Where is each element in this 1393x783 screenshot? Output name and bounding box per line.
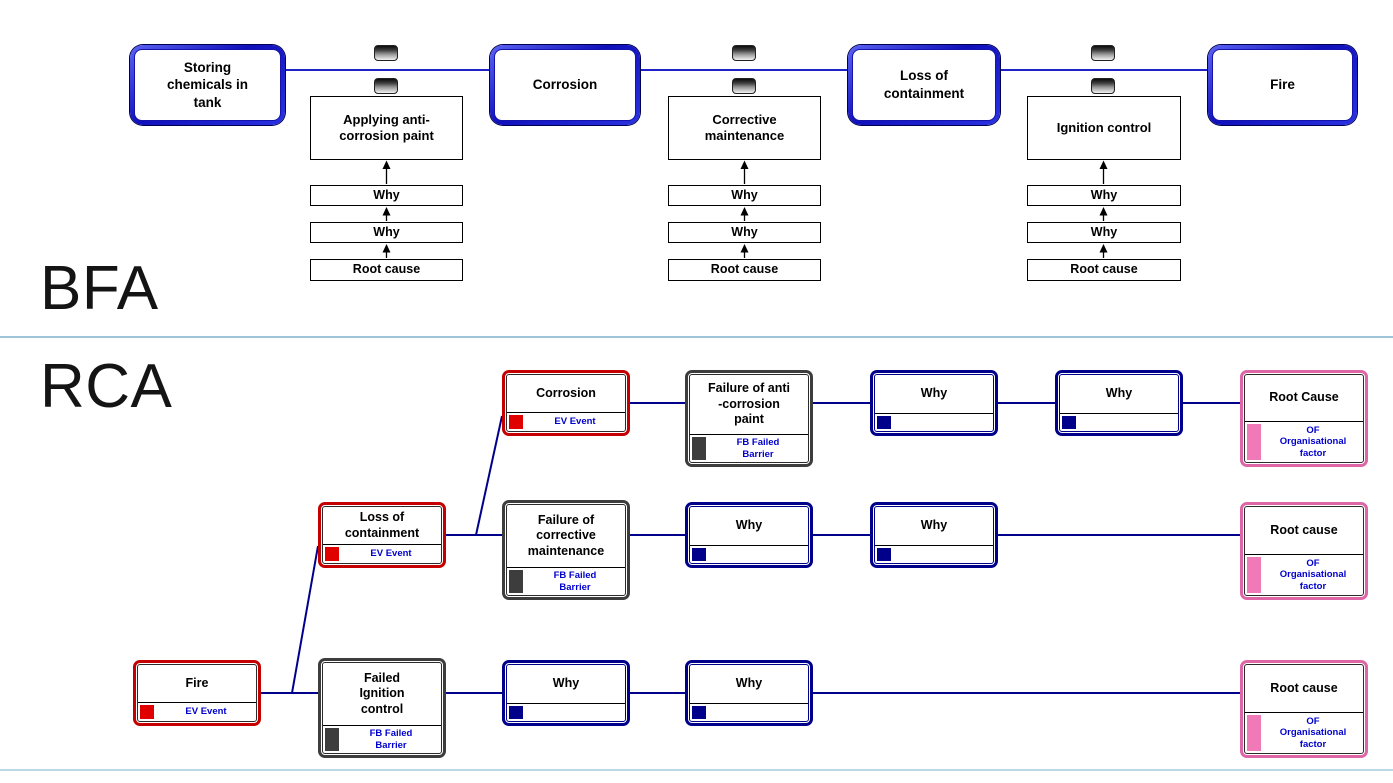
node-title: Fire	[185, 675, 209, 690]
bfa-root-cause-box[interactable]: Root cause	[1027, 259, 1181, 281]
rca-root-cause[interactable]: Root Cause OF Organisational factor	[1240, 370, 1368, 467]
bfa-barrier-ignition-control[interactable]: Ignition control	[1027, 96, 1181, 160]
node-title: Loss of containment	[344, 509, 420, 540]
node-title: Corrosion	[494, 49, 636, 121]
rca-failed-barrier-ignition-control[interactable]: Failed Ignition control FB Failed Barrie…	[318, 658, 446, 758]
event-swatch-icon	[140, 705, 154, 719]
rca-why-box[interactable]: Why	[1055, 370, 1183, 436]
node-title: Failure of anti -corrosion paint	[708, 381, 790, 427]
node-type-label: OF Organisational factor	[1279, 425, 1347, 459]
node-title: Corrosion	[536, 385, 596, 400]
failed-barrier-swatch-icon	[325, 728, 339, 751]
bfa-why-box[interactable]: Why	[668, 222, 821, 243]
node-title: Why	[920, 386, 948, 401]
node-title: Why	[1105, 386, 1133, 401]
node-type-label: EV Event	[370, 548, 412, 560]
bfa-why-box[interactable]: Why	[310, 185, 463, 206]
why-swatch-icon	[877, 548, 891, 561]
bfa-why-box[interactable]: Why	[310, 222, 463, 243]
bfa-section-label: BFA	[40, 254, 159, 323]
event-swatch-icon	[509, 415, 523, 429]
node-title: Root cause	[1270, 522, 1338, 537]
why-swatch-icon	[509, 706, 523, 719]
bfa-event-loss-of-containment[interactable]: Loss of containment	[848, 45, 1000, 125]
rca-event-loss-of-containment[interactable]: Loss of containment EV Event	[318, 502, 446, 568]
bfa-root-cause-box[interactable]: Root cause	[310, 259, 463, 281]
bottom-divider	[0, 769, 1393, 771]
bfa-event-fire[interactable]: Fire	[1208, 45, 1357, 125]
rca-event-corrosion[interactable]: Corrosion EV Event	[502, 370, 630, 436]
node-title: Loss of containment	[852, 49, 996, 121]
node-title: Why	[920, 518, 948, 533]
node-title: Failed Ignition control	[359, 670, 405, 716]
bfa-why-box[interactable]: Why	[668, 185, 821, 206]
section-divider	[0, 336, 1393, 338]
node-title: Root Cause	[1269, 390, 1339, 405]
why-swatch-icon	[692, 706, 706, 719]
rca-event-fire[interactable]: Fire EV Event	[133, 660, 261, 726]
node-title: Why	[735, 518, 763, 533]
node-title: Why	[735, 676, 763, 691]
why-swatch-icon	[877, 416, 891, 429]
bfa-barrier-applying-anti-corrosion-paint[interactable]: Applying anti- corrosion paint	[310, 96, 463, 160]
node-type-label: EV Event	[554, 416, 596, 428]
bfa-why-box[interactable]: Why	[1027, 185, 1181, 206]
bfa-event-storing-chemicals[interactable]: Storing chemicals in tank	[130, 45, 285, 125]
rca-why-box[interactable]: Why	[870, 370, 998, 436]
rca-why-box[interactable]: Why	[870, 502, 998, 568]
node-type-label: FB Failed Barrier	[369, 728, 413, 751]
bfa-event-corrosion[interactable]: Corrosion	[490, 45, 640, 125]
rca-section-label: RCA	[40, 352, 173, 421]
barrier-icon[interactable]	[732, 45, 756, 61]
rca-root-cause[interactable]: Root cause OF Organisational factor	[1240, 660, 1368, 758]
node-type-label: OF Organisational factor	[1279, 558, 1347, 592]
bfa-root-cause-box[interactable]: Root cause	[668, 259, 821, 281]
barrier-icon[interactable]	[374, 78, 398, 94]
organisational-factor-swatch-icon	[1247, 424, 1261, 460]
organisational-factor-swatch-icon	[1247, 715, 1261, 751]
why-swatch-icon	[692, 548, 706, 561]
barrier-icon[interactable]	[732, 78, 756, 94]
barrier-icon[interactable]	[374, 45, 398, 61]
node-type-label: EV Event	[185, 706, 227, 718]
rca-failed-barrier-anti-corrosion-paint[interactable]: Failure of anti -corrosion paint FB Fail…	[685, 370, 813, 467]
node-title: Storing chemicals in tank	[134, 49, 281, 121]
event-swatch-icon	[325, 547, 339, 561]
failed-barrier-swatch-icon	[509, 570, 523, 593]
node-type-label: FB Failed Barrier	[736, 437, 780, 460]
bfa-why-box[interactable]: Why	[1027, 222, 1181, 243]
node-title: Fire	[1212, 49, 1353, 121]
rca-why-box[interactable]: Why	[685, 660, 813, 726]
failed-barrier-swatch-icon	[692, 437, 706, 460]
why-swatch-icon	[1062, 416, 1076, 429]
barrier-icon[interactable]	[1091, 45, 1115, 61]
barrier-icon[interactable]	[1091, 78, 1115, 94]
bfa-barrier-corrective-maintenance[interactable]: Corrective maintenance	[668, 96, 821, 160]
rca-root-cause[interactable]: Root cause OF Organisational factor	[1240, 502, 1368, 600]
organisational-factor-swatch-icon	[1247, 557, 1261, 593]
node-title: Root cause	[1270, 680, 1338, 695]
rca-why-box[interactable]: Why	[502, 660, 630, 726]
rca-failed-barrier-corrective-maintenance[interactable]: Failure of corrective maintenance FB Fai…	[502, 500, 630, 600]
rca-why-box[interactable]: Why	[685, 502, 813, 568]
node-type-label: FB Failed Barrier	[553, 570, 597, 593]
node-title: Why	[552, 676, 580, 691]
node-title: Failure of corrective maintenance	[527, 512, 605, 558]
node-type-label: OF Organisational factor	[1279, 716, 1347, 750]
